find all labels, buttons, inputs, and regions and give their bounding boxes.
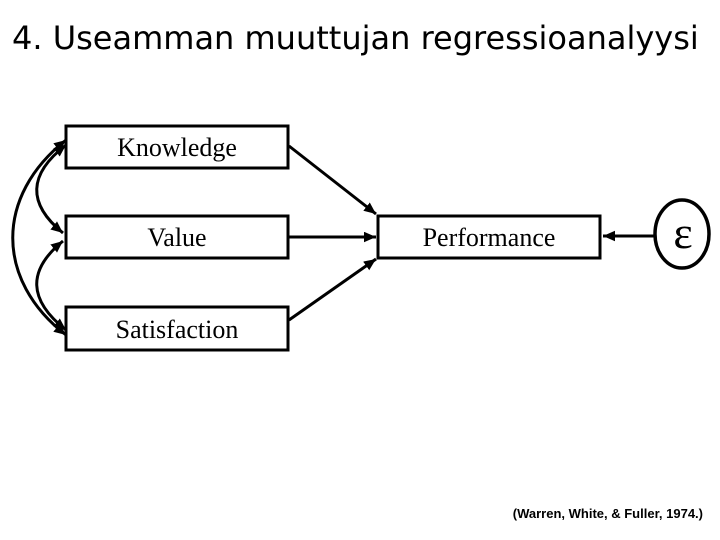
error-term-ellipse: [653, 198, 711, 270]
correlation-arc-knowledge-satisfaction: [11, 138, 67, 337]
performance-label: Performance: [423, 223, 556, 252]
satisfaction-box: [64, 305, 290, 352]
knowledge-box: [64, 124, 290, 170]
correlation-arc-knowledge-value: [35, 143, 67, 235]
arrow-knowledge-to-performance: [288, 144, 377, 216]
satisfaction-label: Satisfaction: [116, 315, 239, 344]
arrow-satisfaction-to-performance: [288, 257, 377, 322]
value-label: Value: [147, 223, 206, 252]
slide-title: 4. Useamman muuttujan regressioanalyysi: [12, 19, 699, 57]
performance-box: [376, 214, 602, 260]
citation: (Warren, White, & Fuller, 1974.): [512, 506, 703, 521]
error-term-symbol: ε: [673, 207, 692, 258]
value-box: [64, 214, 290, 260]
correlation-arc-value-satisfaction: [35, 239, 67, 332]
knowledge-label: Knowledge: [117, 133, 237, 162]
